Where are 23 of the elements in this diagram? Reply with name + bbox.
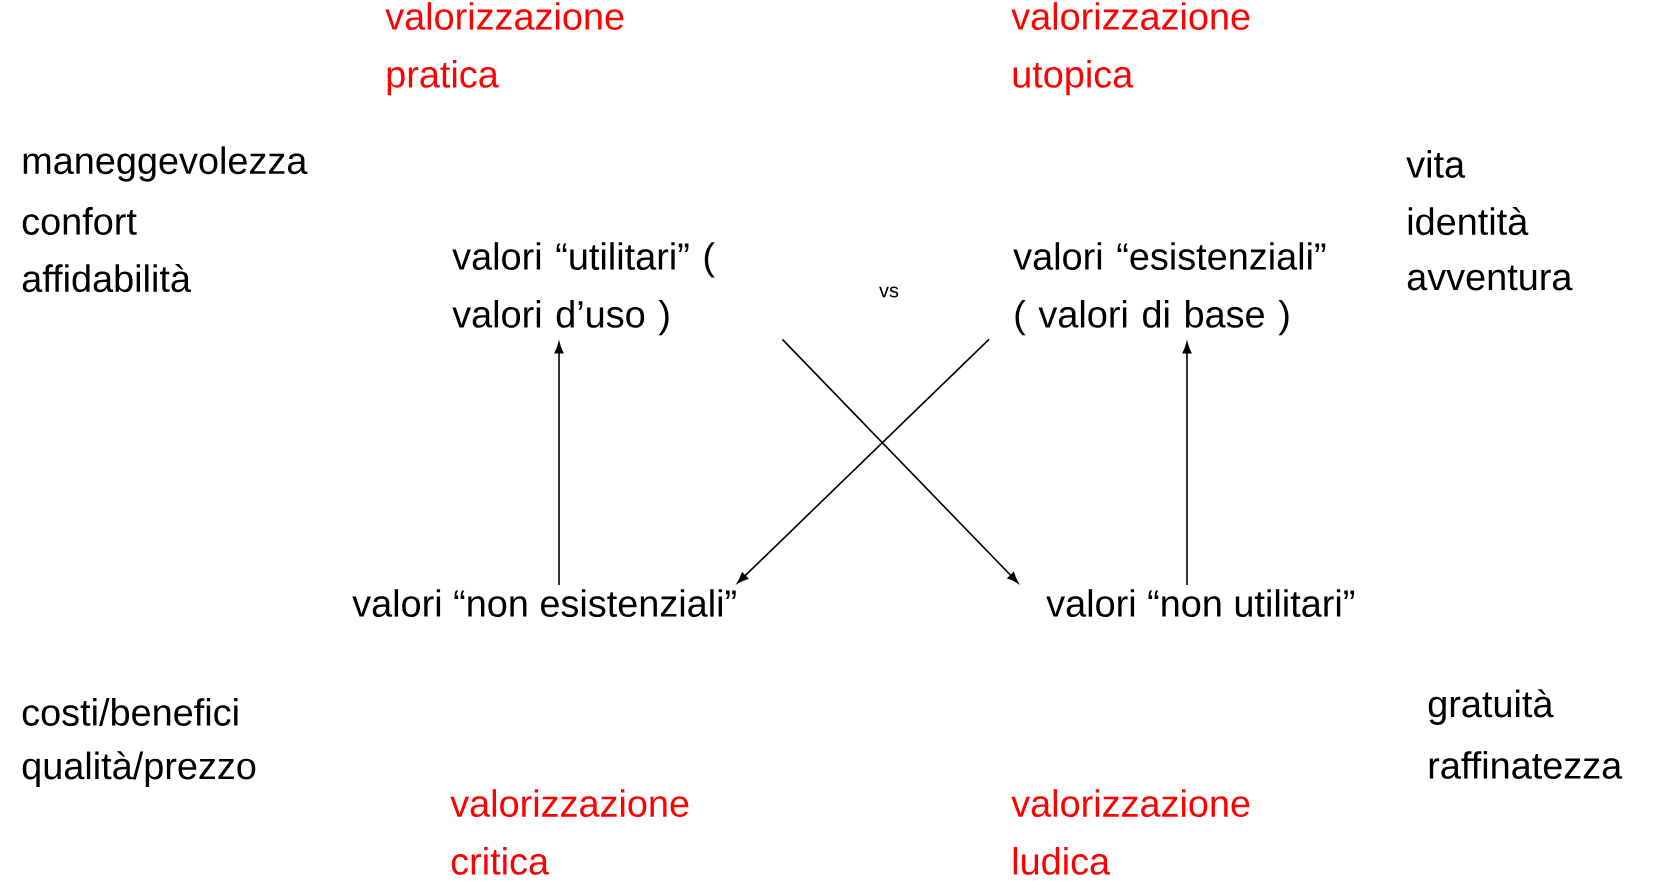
- arrow: [781, 338, 1019, 584]
- label-text: vs: [879, 286, 899, 298]
- label-text: avventura: [1407, 265, 1573, 291]
- label-text: valorizzazione critica: [450, 789, 689, 875]
- value-text: valori “esistenziali” ( valori di base ): [1013, 242, 1326, 336]
- label-text: gratuità: [1428, 689, 1554, 725]
- value-text: valori “non esistenziali”: [352, 589, 736, 617]
- label-text: valorizzazione ludica: [1011, 789, 1250, 875]
- value-text: valori “non utilitari”: [1046, 589, 1354, 617]
- label-text: costi/benefici: [22, 698, 238, 726]
- label-text: confort: [22, 207, 137, 235]
- arrow: [737, 338, 990, 584]
- label-text: qualità/prezzo: [22, 751, 256, 787]
- arrow: [554, 342, 564, 586]
- label-text: maneggevolezza: [23, 146, 308, 182]
- arrow: [1182, 342, 1192, 586]
- label-text: valorizzazione pratica: [385, 2, 624, 96]
- label-text: valorizzazione utopica: [1011, 2, 1250, 96]
- label-text: raffinatezza: [1429, 751, 1623, 779]
- value-text: valori “utilitari” ( valori d’uso ): [452, 242, 715, 336]
- label-text: vita: [1406, 150, 1466, 178]
- label-text: identità: [1408, 206, 1529, 236]
- label-text: affidabilità: [22, 263, 191, 293]
